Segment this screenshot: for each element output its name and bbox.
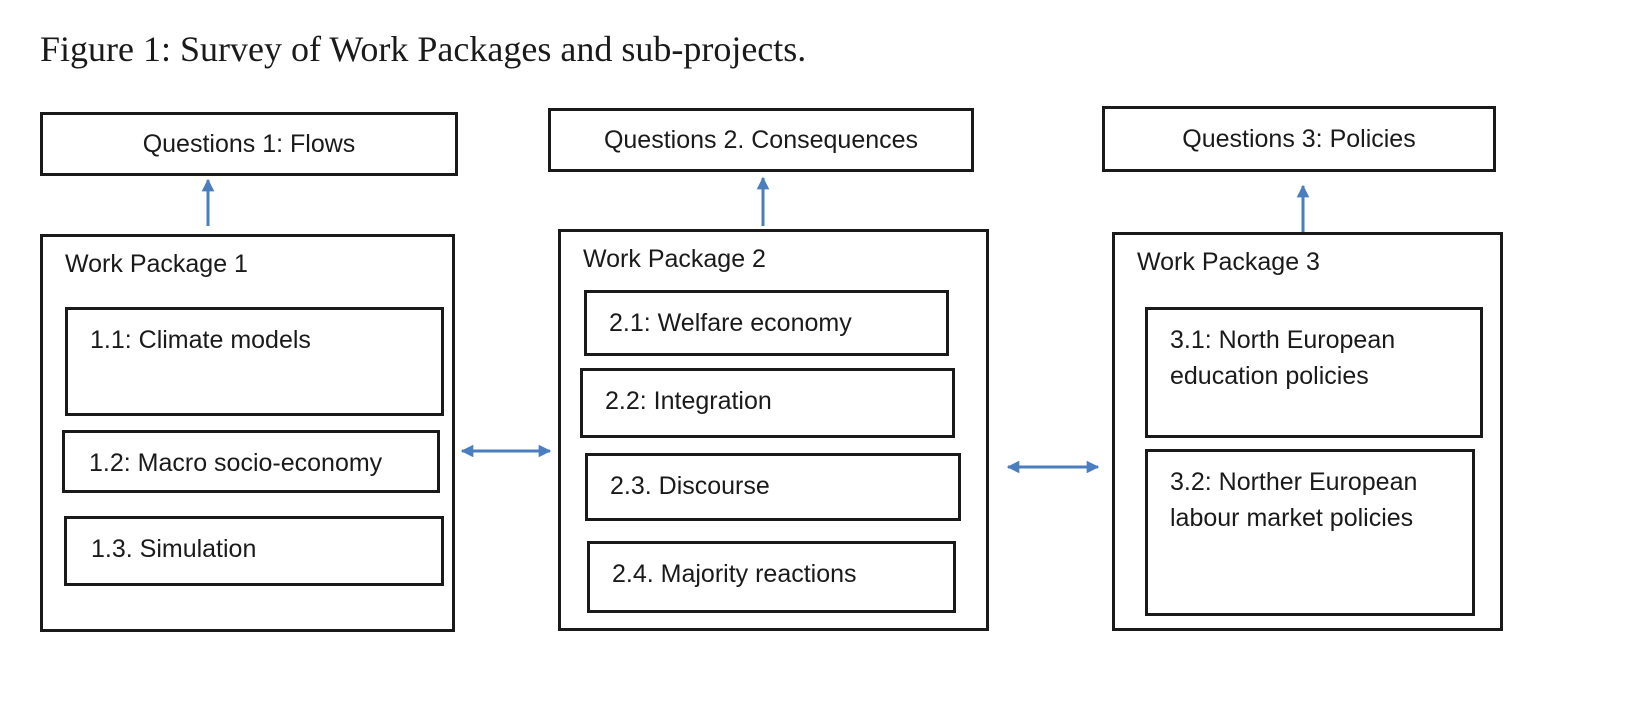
question-label: Questions 1: Flows: [142, 129, 356, 158]
subproject-label: 2.4. Majority reactions: [612, 560, 857, 588]
subproject-label: 2.3. Discourse: [610, 472, 770, 500]
question-box-1: Questions 1: Flows: [40, 112, 458, 176]
question-box-3: Questions 3: Policies: [1102, 106, 1496, 172]
subproject-box-1-1: 1.1: Climate models: [65, 307, 444, 416]
subproject-box-2-1: 2.1: Welfare economy: [584, 290, 949, 356]
question-box-2: Questions 2. Consequences: [548, 108, 974, 172]
work-package-label: Work Package 1: [65, 250, 248, 278]
subproject-box-1-3: 1.3. Simulation: [64, 516, 444, 586]
work-package-label: Work Package 2: [583, 245, 766, 273]
subproject-box-2-3: 2.3. Discourse: [585, 453, 961, 521]
question-label: Questions 3: Policies: [1182, 124, 1416, 153]
subproject-label: 2.1: Welfare economy: [609, 309, 852, 337]
subproject-label: 1.3. Simulation: [91, 535, 257, 563]
subproject-box-1-2: 1.2: Macro socio-economy: [62, 430, 440, 493]
subproject-box-2-4: 2.4. Majority reactions: [587, 541, 956, 613]
subproject-label: 2.2: Integration: [605, 387, 772, 415]
subproject-label: 3.2: Norther European labour market poli…: [1170, 468, 1418, 532]
figure-title: Figure 1: Survey of Work Packages and su…: [40, 29, 807, 69]
question-label: Questions 2. Consequences: [603, 125, 919, 154]
subproject-label: 3.1: North European education policies: [1170, 326, 1396, 390]
subproject-label: 1.2: Macro socio-economy: [89, 449, 383, 477]
subproject-box-2-2: 2.2: Integration: [580, 368, 955, 438]
subproject-label: 1.1: Climate models: [90, 326, 311, 354]
subproject-box-3-2: 3.2: Norther European labour market poli…: [1145, 449, 1475, 616]
subproject-box-3-1: 3.1: North European education policies: [1145, 307, 1483, 438]
work-package-label: Work Package 3: [1137, 248, 1320, 276]
